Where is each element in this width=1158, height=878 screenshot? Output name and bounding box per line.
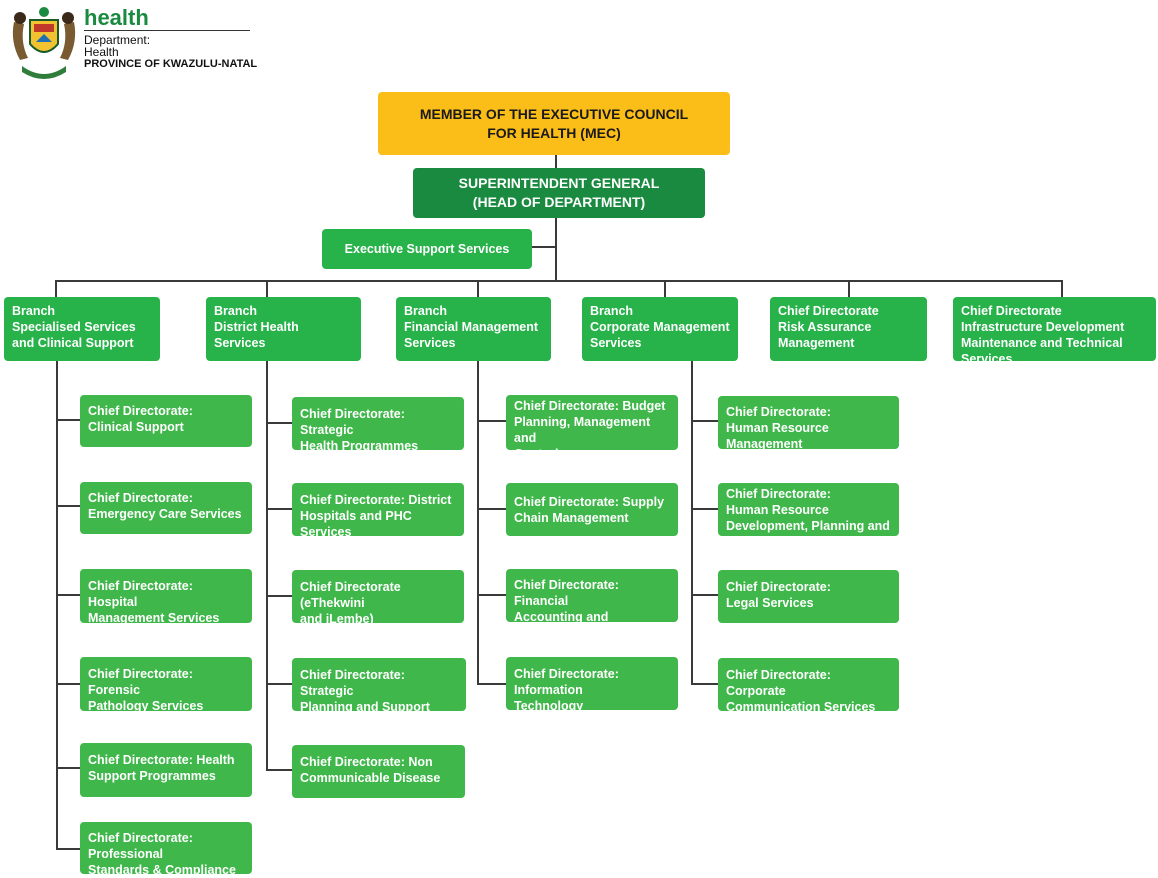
chief-directorate-box: Chief Directorate: Forensic Pathology Se… xyxy=(80,657,252,713)
branch-box: Branch Specialised Services and Clinical… xyxy=(4,297,160,361)
connector-col2-stub xyxy=(266,595,292,597)
branch-box: Branch District Health Services xyxy=(206,297,361,361)
branch-box: Chief Directorate Infrastructure Develop… xyxy=(953,297,1156,366)
chief-directorate-box: Chief Directorate: Financial Accounting … xyxy=(506,569,678,640)
chief-directorate-box: Chief Directorate: Information Technolog… xyxy=(506,657,678,713)
logo-divider xyxy=(84,30,250,31)
branch-box: Branch Financial Management Services xyxy=(396,297,551,361)
connector-branch-5 xyxy=(848,280,850,297)
connector-branch-bus xyxy=(55,280,1063,282)
connector-col1-stub xyxy=(56,848,80,850)
connector-col1-stub xyxy=(56,683,80,685)
connector-col4-vertical xyxy=(691,361,693,685)
connector-col1-vertical xyxy=(56,361,58,850)
connector-col4-stub xyxy=(691,594,718,596)
connector-col3-vertical xyxy=(477,361,479,685)
chief-directorate-box: Chief Directorate: Health Support Progra… xyxy=(80,743,252,797)
branch-box: Branch Corporate Management Services xyxy=(582,297,738,361)
chief-directorate-box: Chief Directorate: Strategic Planning an… xyxy=(292,658,466,714)
chief-directorate-box: Chief Directorate: Legal Services xyxy=(718,570,899,623)
connector-branch-6 xyxy=(1061,280,1063,297)
connector-col1-stub xyxy=(56,594,80,596)
chief-directorate-box: Chief Directorate: Clinical Support xyxy=(80,395,252,447)
chief-directorate-box: Chief Directorate: Emergency Care Servic… xyxy=(80,482,252,534)
connector-col1-stub xyxy=(56,419,80,421)
chief-directorate-box: Chief Directorate: Supply Chain Manageme… xyxy=(506,483,678,536)
connector-col4-stub xyxy=(691,420,718,422)
chief-directorate-box: Chief Directorate: Human Resource Develo… xyxy=(718,483,899,549)
connector-col4-stub xyxy=(691,508,718,510)
connector-col2-stub xyxy=(266,422,292,424)
connector-sg-trunk xyxy=(555,218,557,282)
chief-directorate-box: Chief Directorate: Hospital Management S… xyxy=(80,569,252,625)
coat-of-arms-logo xyxy=(12,7,76,79)
chief-directorate-box: Chief Directorate (eThekwini and iLembe) xyxy=(292,570,464,626)
connector-col2-vertical xyxy=(266,361,268,771)
chief-directorate-box: Chief Directorate: District Hospitals an… xyxy=(292,483,464,539)
connector-col1-stub xyxy=(56,505,80,507)
superintendent-general-box: SUPERINTENDENT GENERAL (HEAD OF DEPARTME… xyxy=(413,168,705,218)
connector-branch-3 xyxy=(477,280,479,297)
branch-box: Chief Directorate Risk Assurance Managem… xyxy=(770,297,927,361)
mec-box: MEMBER OF THE EXECUTIVE COUNCIL FOR HEAL… xyxy=(378,92,730,155)
chief-directorate-box: Chief Directorate: Strategic Health Prog… xyxy=(292,397,464,453)
connector-col2-stub xyxy=(266,769,292,771)
connector-branch-4 xyxy=(664,280,666,297)
executive-support-box: Executive Support Services xyxy=(322,229,532,269)
connector-col2-stub xyxy=(266,683,292,685)
chief-directorate-box: Chief Directorate: Human Resource Manage… xyxy=(718,396,899,451)
connector-col3-stub xyxy=(477,594,506,596)
connector-col2-stub xyxy=(266,508,292,510)
logo-health-title: health xyxy=(84,5,149,30)
connector-col3-stub xyxy=(477,420,506,422)
logo-department-label: Department: xyxy=(84,33,151,47)
connector-col4-stub xyxy=(691,683,718,685)
connector-mec-to-sg xyxy=(555,155,557,168)
connector-branch-1 xyxy=(55,280,57,297)
connector-col1-stub xyxy=(56,767,80,769)
logo-province-label: PROVINCE OF KWAZULU-NATAL xyxy=(84,58,258,70)
chief-directorate-box: Chief Directorate: Budget Planning, Mana… xyxy=(506,395,678,461)
chief-directorate-box: Chief Directorate: Non Communicable Dise… xyxy=(292,745,465,798)
logo-health-label: Health xyxy=(84,45,119,59)
connector-branch-2 xyxy=(266,280,268,297)
chief-directorate-box: Chief Directorate: Corporate Communicati… xyxy=(718,658,899,714)
connector-support xyxy=(532,246,557,248)
connector-col3-stub xyxy=(477,508,506,510)
chief-directorate-box: Chief Directorate: Professional Standard… xyxy=(80,822,252,877)
connector-col3-stub xyxy=(477,683,506,685)
